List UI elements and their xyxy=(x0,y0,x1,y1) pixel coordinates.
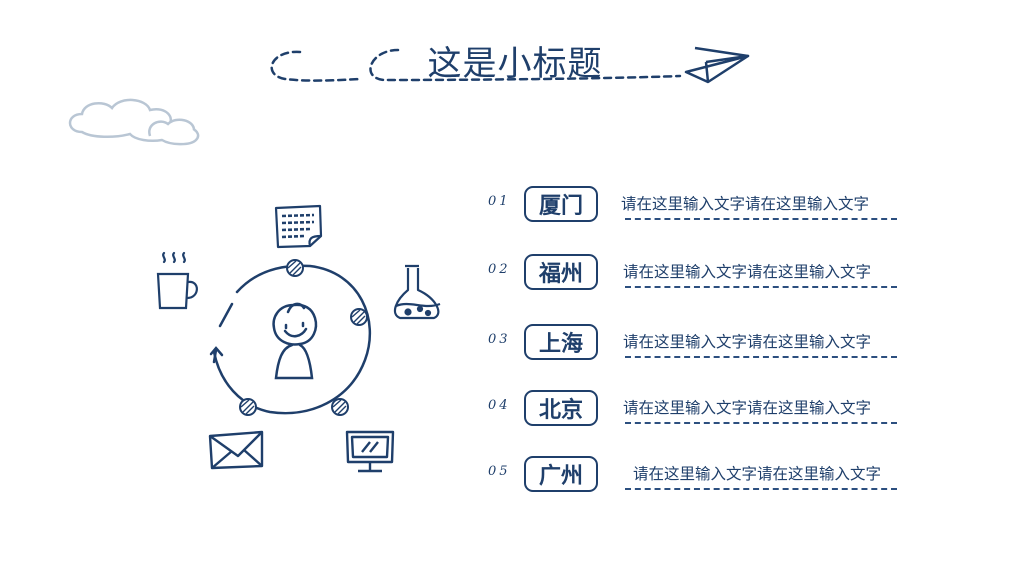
item-number: 05 xyxy=(488,464,511,479)
dashed-underline xyxy=(625,218,897,220)
city-badge: 福州 xyxy=(524,254,598,290)
city-badge: 厦门 xyxy=(524,186,598,222)
dashed-underline xyxy=(625,286,897,288)
list-item: 01 厦门 请在这里输入文字请在这里输入文字 xyxy=(480,184,920,228)
page-title: 这是小标题 xyxy=(427,44,603,84)
item-number: 01 xyxy=(488,194,511,209)
item-number: 02 xyxy=(488,262,511,277)
flask-icon xyxy=(393,264,441,320)
monitor-icon xyxy=(345,430,395,473)
item-description: 请在这里输入文字请在这里输入文字 xyxy=(623,333,872,351)
coffee-cup-icon xyxy=(156,251,198,310)
list-item: 03 上海 请在这里输入文字请在这里输入文字 xyxy=(480,322,920,366)
list-item: 04 北京 请在这里输入文字请在这里输入文字 xyxy=(480,388,920,432)
city-badge: 上海 xyxy=(524,324,598,360)
dashed-underline xyxy=(625,488,897,490)
list-item: 02 福州 请在这里输入文字请在这里输入文字 xyxy=(480,252,920,296)
cloud-icon xyxy=(68,98,200,146)
item-description: 请在这里输入文字请在这里输入文字 xyxy=(621,195,870,213)
person-icon xyxy=(272,302,318,380)
item-description: 请在这里输入文字请在这里输入文字 xyxy=(623,399,872,417)
item-number: 03 xyxy=(488,332,511,347)
city-badge: 广州 xyxy=(524,456,598,492)
item-description: 请在这里输入文字请在这里输入文字 xyxy=(633,465,882,483)
city-badge: 北京 xyxy=(524,390,598,426)
paper-plane-icon xyxy=(684,46,750,84)
cycle-ring xyxy=(209,264,372,415)
item-description: 请在这里输入文字请在这里输入文字 xyxy=(623,263,872,281)
list-item: 05 广州 请在这里输入文字请在这里输入文字 xyxy=(480,454,920,498)
dashed-underline xyxy=(625,356,897,358)
item-number: 04 xyxy=(488,398,511,413)
title-dashed-line xyxy=(270,48,682,82)
dashed-underline xyxy=(625,422,897,424)
envelope-icon xyxy=(208,430,264,470)
cycle-nodes xyxy=(239,259,368,416)
notepad-icon xyxy=(274,204,323,249)
